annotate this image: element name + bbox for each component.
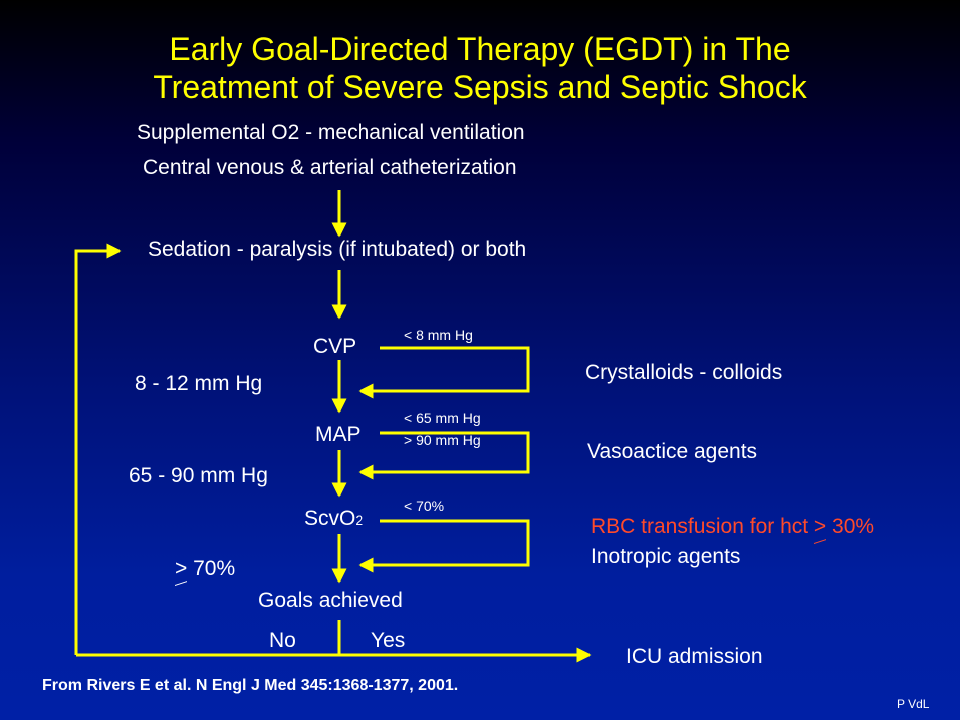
condition-map-high: > 90 mm Hg — [404, 432, 481, 448]
slide-title: Early Goal-Directed Therapy (EGDT) in Th… — [0, 30, 960, 106]
target-map: 65 - 90 mm Hg — [129, 464, 268, 487]
label-no: No — [269, 629, 296, 652]
intervention-fluids: Crystalloids - colloids — [585, 361, 783, 384]
intervention-rbc: RBC transfusion for hct > 30% — [591, 515, 874, 539]
node-icu-admission: ICU admission — [626, 645, 763, 668]
target-scvo2-value: 70% — [193, 557, 236, 580]
condition-cvp-low: < 8 mm Hg — [404, 327, 473, 343]
node-cvp: CVP — [313, 335, 357, 358]
condition-map-low: < 65 mm Hg — [404, 410, 481, 426]
rbc-suffix: 30% — [826, 515, 875, 538]
citation: From Rivers E et al. N Engl J Med 345:13… — [42, 677, 459, 694]
label-yes: Yes — [371, 629, 406, 652]
rbc-prefix: RBC transfusion for hct — [591, 515, 814, 538]
step-sedation: Sedation - paralysis (if intubated) or b… — [148, 238, 527, 261]
node-map: MAP — [315, 423, 361, 446]
step-catheterization: Central venous & arterial catheterizatio… — [143, 156, 517, 179]
cvp-feedback-arrow — [358, 346, 530, 399]
node-scvo2: ScvO2 — [304, 507, 363, 531]
intervention-vasoactive: Vasoactice agents — [587, 440, 758, 463]
step-supplemental-o2: Supplemental O2 - mechanical ventilation — [137, 121, 525, 144]
gte-symbol: > — [175, 557, 188, 580]
rbc-gte-symbol: > — [813, 515, 827, 538]
map-feedback-arrow — [358, 431, 530, 480]
scvo2-prefix: ScvO — [304, 507, 356, 530]
author-credit: P VdL — [897, 697, 930, 711]
condition-scvo2-low: < 70% — [404, 498, 445, 514]
intervention-inotropic: Inotropic agents — [591, 545, 741, 568]
node-goals-achieved: Goals achieved — [258, 589, 403, 612]
target-cvp: 8 - 12 mm Hg — [135, 372, 263, 395]
scvo2-feedback-arrow — [358, 519, 530, 573]
loop-back-arrow — [74, 243, 122, 655]
title-line-2: Treatment of Severe Sepsis and Septic Sh… — [153, 69, 807, 105]
target-scvo2: > 70% — [175, 557, 235, 581]
scvo2-subscript: 2 — [355, 512, 364, 528]
title-line-1: Early Goal-Directed Therapy (EGDT) in Th… — [169, 31, 791, 67]
